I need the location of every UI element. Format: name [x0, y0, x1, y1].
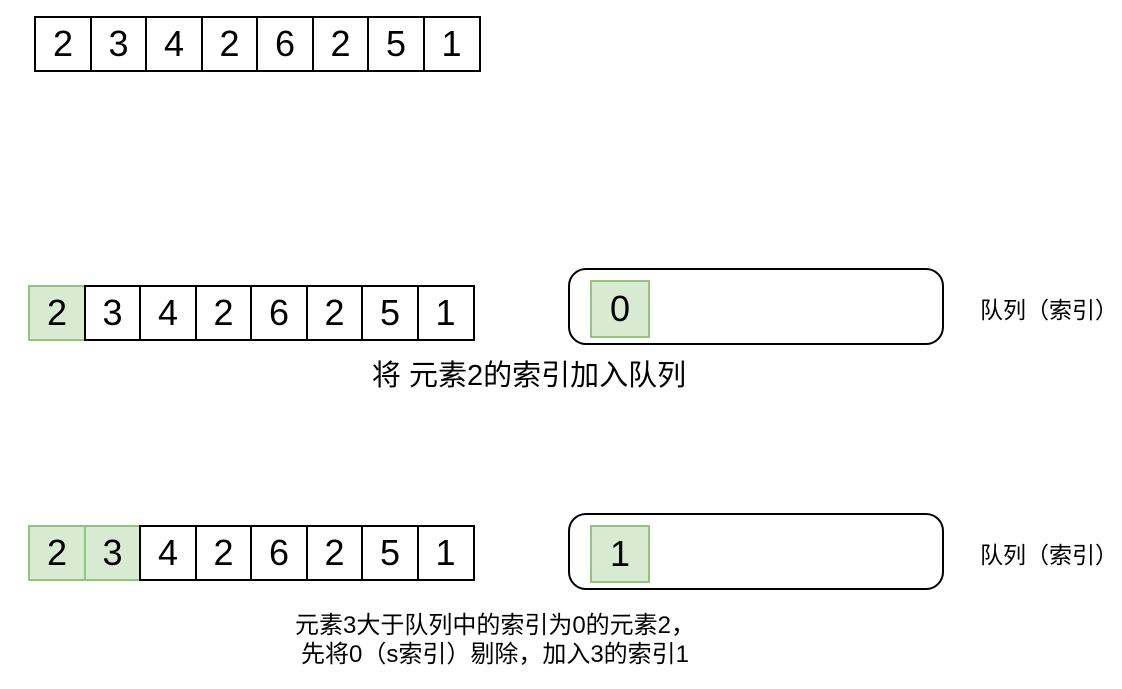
array-cell: 6 [256, 16, 314, 72]
step2-caption: 元素3大于队列中的索引为0的元素2， 先将0（s索引）剔除，加入3的索引1 [195, 611, 795, 669]
array-cell: 2 [200, 16, 259, 72]
array-row-step1: 2 3 4 2 6 2 5 1 [28, 285, 475, 341]
array-cell: 4 [139, 525, 197, 581]
array-cell: 2 [305, 285, 364, 341]
queue-label: 队列（索引） [980, 297, 1118, 323]
array-cell: 6 [250, 525, 308, 581]
step2-caption-line2: 先将0（s索引）剔除，加入3的索引1 [300, 641, 690, 668]
array-cell: 3 [83, 525, 142, 581]
array-cell: 3 [83, 285, 142, 341]
array-cell: 5 [361, 525, 419, 581]
array-cell: 5 [367, 16, 425, 72]
array-cell: 1 [422, 16, 481, 72]
queue-box-step2: 1 [568, 513, 944, 590]
array-row-step2: 2 3 4 2 6 2 5 1 [28, 525, 475, 581]
array-cell: 3 [89, 16, 148, 72]
step1-caption: 将 元素2的索引加入队列 [371, 360, 687, 392]
array-cell: 1 [416, 525, 475, 581]
queue-index-item: 1 [590, 525, 650, 583]
array-cell: 1 [416, 285, 475, 341]
queue-box-step1: 0 [568, 268, 944, 345]
array-cell: 2 [28, 525, 86, 581]
queue-index-item: 0 [590, 280, 650, 338]
step2-caption-line1: 元素3大于队列中的索引为0的元素2， [294, 612, 696, 639]
array-row-initial: 2 3 4 2 6 2 5 1 [34, 16, 481, 72]
array-cell: 2 [28, 285, 86, 341]
array-cell: 5 [361, 285, 419, 341]
queue-label: 队列（索引） [980, 542, 1118, 568]
array-cell: 6 [250, 285, 308, 341]
array-cell: 4 [145, 16, 203, 72]
array-cell: 4 [139, 285, 197, 341]
array-cell: 2 [311, 16, 370, 72]
array-cell: 2 [194, 525, 253, 581]
array-cell: 2 [305, 525, 364, 581]
array-cell: 2 [194, 285, 253, 341]
array-cell: 2 [34, 16, 92, 72]
